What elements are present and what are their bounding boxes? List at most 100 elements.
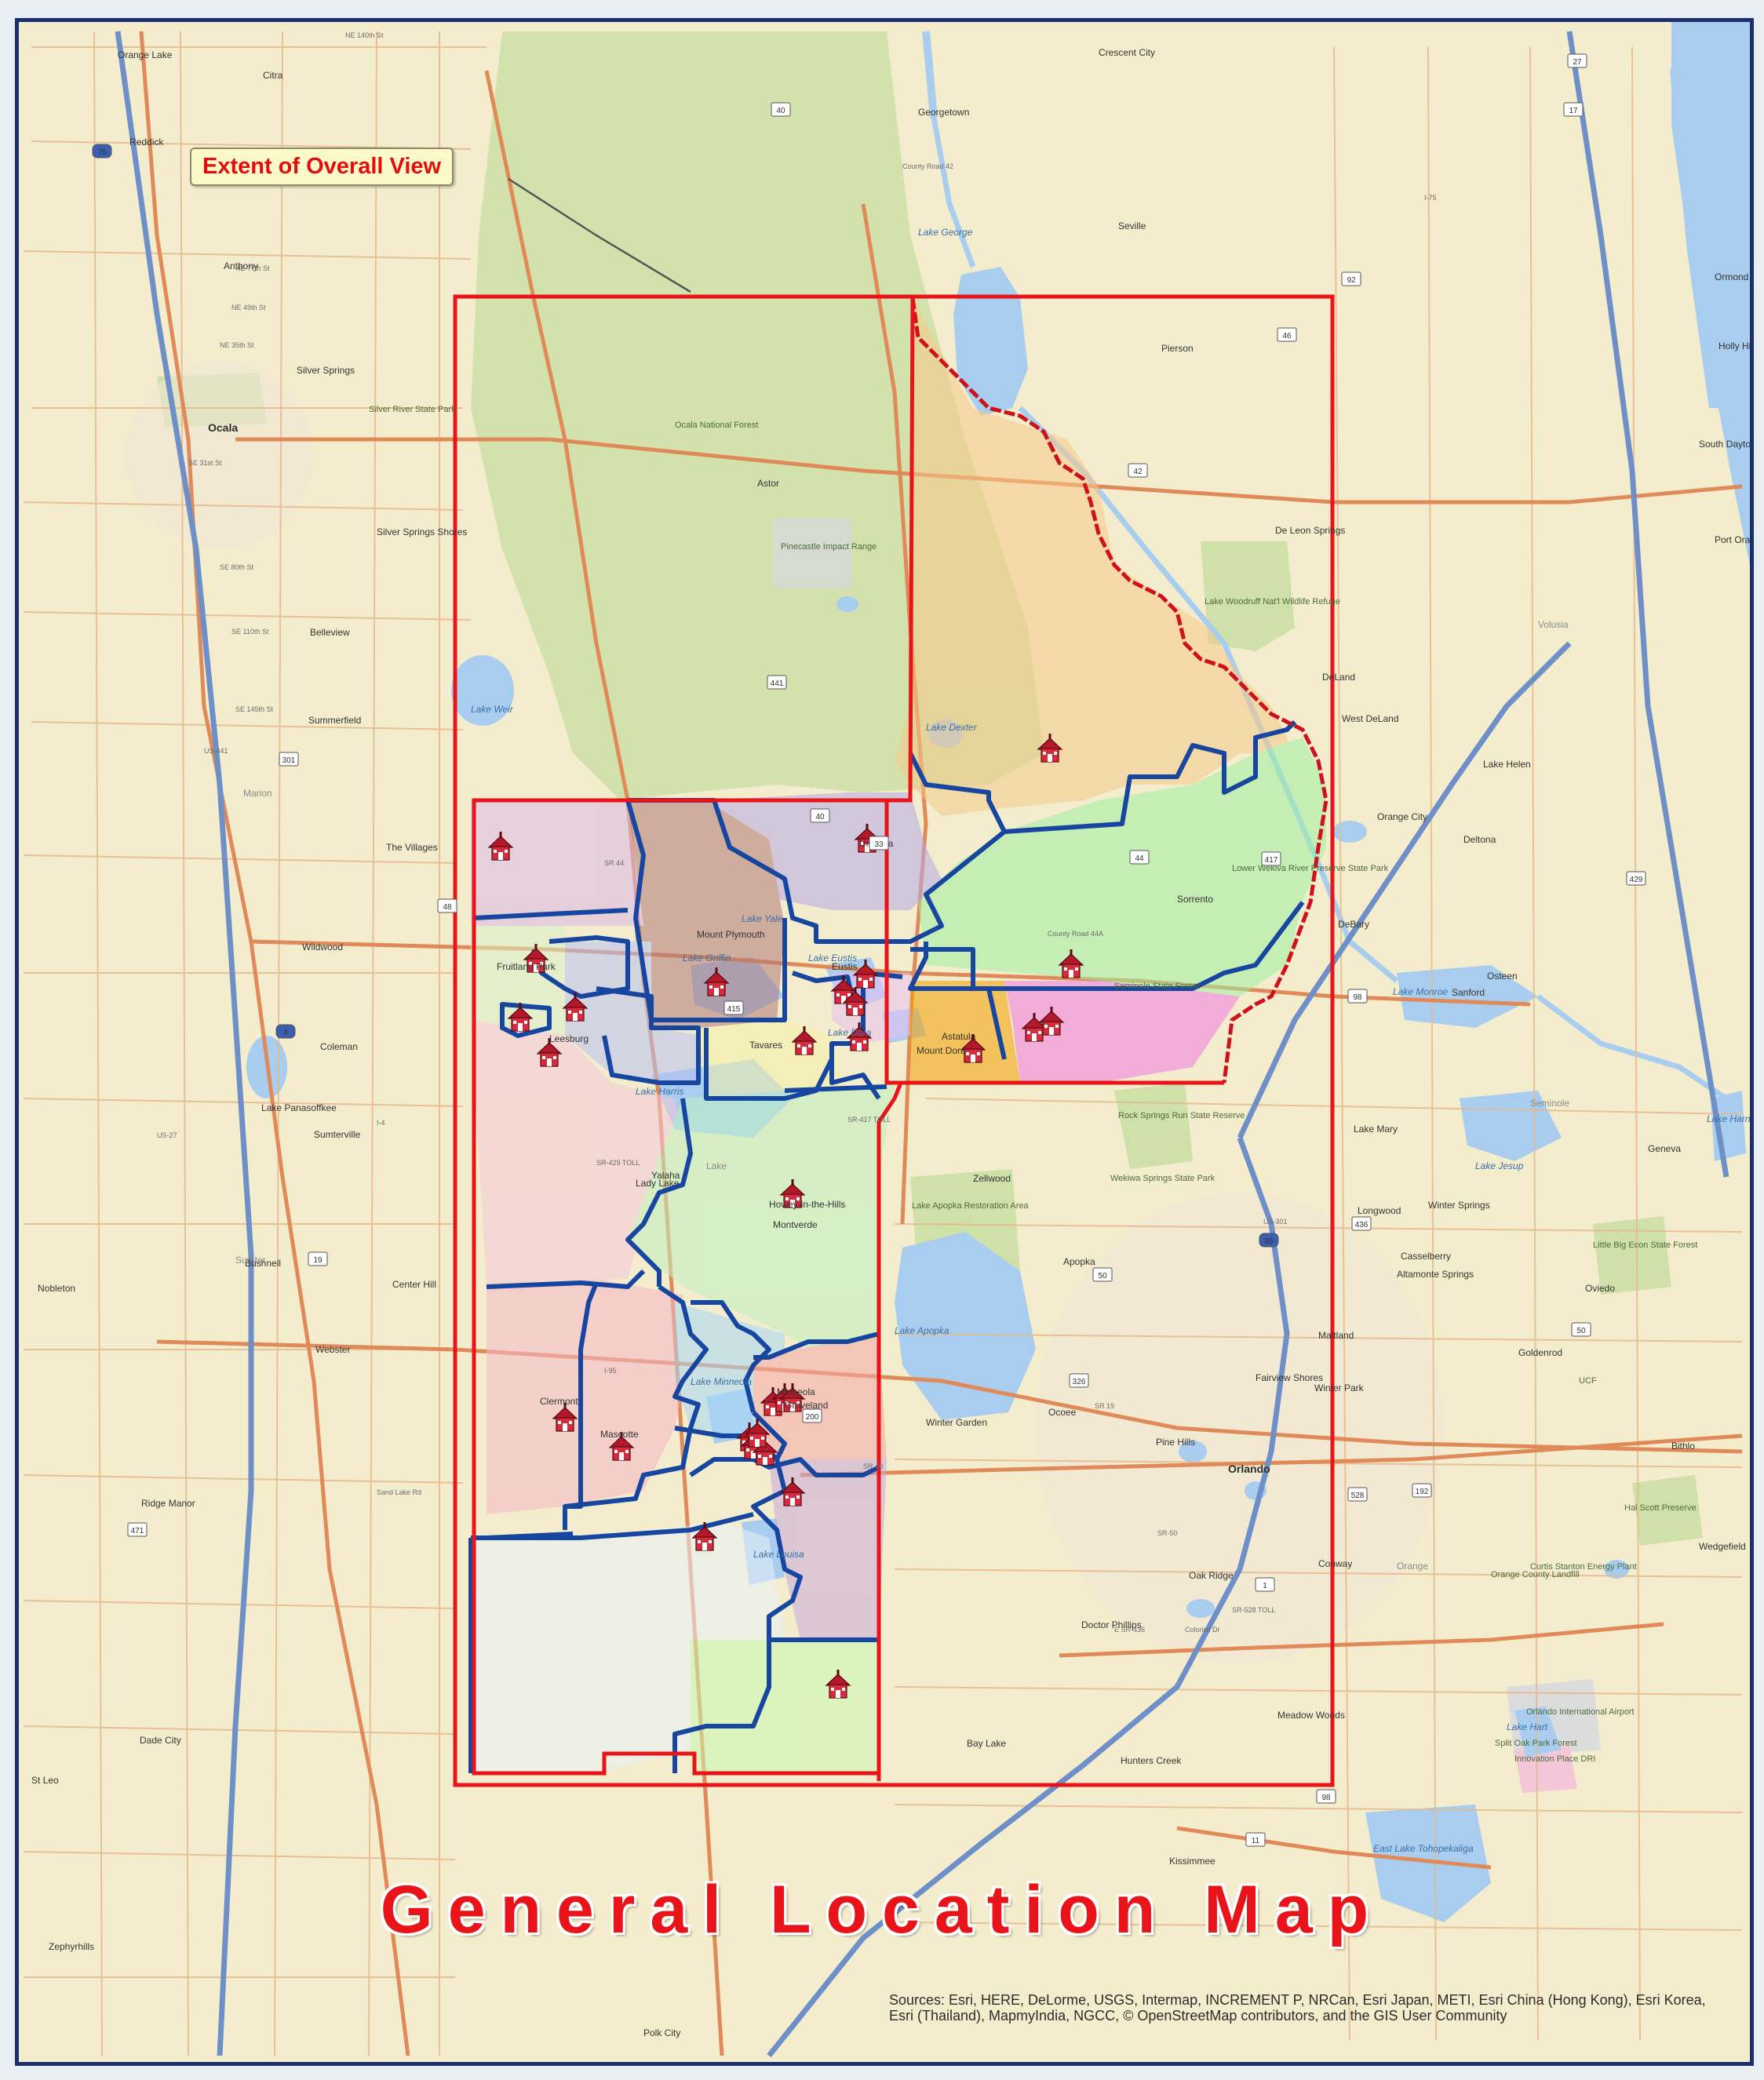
route-number: 4 xyxy=(283,1029,288,1037)
road-label: I-95 xyxy=(604,1367,617,1375)
county-label: Marion xyxy=(243,788,272,799)
lake-ashby xyxy=(1332,821,1367,843)
city-label: Orlando xyxy=(1228,1463,1270,1475)
road-label: US-441 xyxy=(204,747,228,755)
water-label: Lake Jesup xyxy=(1475,1160,1524,1171)
road-label: SR 19 xyxy=(1095,1402,1114,1410)
city-label: Sorrento xyxy=(1177,894,1213,905)
route-shield: 1 xyxy=(1255,1577,1275,1592)
city-label: Deltona xyxy=(1463,834,1496,845)
interstate-shield: 75 xyxy=(92,144,112,158)
small-lake xyxy=(1604,1560,1629,1579)
city-label: Wildwood xyxy=(302,942,343,953)
route-number: 98 xyxy=(1321,1794,1331,1802)
route-number: 40 xyxy=(815,813,825,821)
county-line-east xyxy=(910,297,1328,1084)
road-label: SR-429 TOLL xyxy=(596,1159,640,1167)
ocala-urban-area xyxy=(126,361,314,549)
i-4-west xyxy=(767,1136,1290,2058)
route-shield: 192 xyxy=(1412,1483,1432,1498)
city-label: Mount Dora xyxy=(917,1045,966,1056)
city-label: Mascotte xyxy=(600,1429,639,1440)
park-label: Little Big Econ State Forest xyxy=(1593,1240,1697,1250)
route-shield: 326 xyxy=(1069,1373,1089,1388)
water-label: Lake Weir xyxy=(471,704,514,715)
region-groveland xyxy=(487,1279,691,1514)
city-label: Casselberry xyxy=(1401,1251,1451,1262)
road-label: SR 44 xyxy=(604,859,624,867)
city-label: Leesburg xyxy=(549,1033,589,1044)
road-label: NE 77th St xyxy=(235,264,270,272)
city-label: Ocala xyxy=(208,421,238,434)
city-label: Maitland xyxy=(1318,1330,1354,1341)
road-label: Colonial Dr xyxy=(1185,1626,1220,1634)
city-label: Orange Lake xyxy=(118,49,173,60)
lake-apopka xyxy=(895,1232,1036,1420)
water-label: Lake Dora xyxy=(828,1027,872,1038)
water-label: Lake Harney xyxy=(1707,1113,1761,1124)
region-sorrento xyxy=(1004,981,1240,1083)
road-us-301 xyxy=(139,31,410,2056)
road-sr-528 xyxy=(1059,1622,1664,1658)
pinecastle-impact-range xyxy=(773,518,851,588)
city-label: Winter Springs xyxy=(1428,1200,1490,1211)
route-number: 92 xyxy=(1347,276,1356,285)
interstates xyxy=(115,31,1729,2058)
city-label: Eustis xyxy=(832,961,858,972)
route-shields: 7549527441301471194042444641541742943652… xyxy=(92,53,1646,1847)
route-number: 441 xyxy=(771,679,784,688)
city-label: Fairview Shores xyxy=(1256,1372,1323,1383)
route-shield: 33 xyxy=(869,836,889,851)
water-label: Lake Eustis xyxy=(808,953,857,964)
city-label: South Daytona xyxy=(1699,439,1762,450)
water-label: Lake Apopka xyxy=(895,1325,949,1336)
route-number: 98 xyxy=(1353,993,1362,1002)
city-label: De Leon Springs xyxy=(1275,525,1345,536)
road-label: I-75 xyxy=(1424,194,1437,202)
road-label: US-301 xyxy=(1263,1218,1288,1226)
route-shield: 19 xyxy=(308,1251,328,1266)
road-label: US-27 xyxy=(157,1131,177,1139)
region-lady-lake xyxy=(471,800,643,926)
park-label: Silver River State Park xyxy=(369,405,456,414)
route-shield: 40 xyxy=(810,808,830,823)
city-label: Apopka xyxy=(1063,1256,1095,1267)
i-4-east xyxy=(1237,641,1572,1139)
route-number: 429 xyxy=(1630,876,1643,884)
city-label: Seville xyxy=(1118,220,1146,231)
city-label: Yalaha xyxy=(651,1170,680,1181)
city-label: Oak Ridge xyxy=(1189,1570,1234,1581)
lake-george xyxy=(953,267,1028,416)
city-label: DeBary xyxy=(1338,919,1369,930)
county-label: Seminole xyxy=(1530,1098,1569,1109)
city-label: Kissimmee xyxy=(1169,1856,1215,1867)
route-number: 75 xyxy=(97,148,107,157)
route-shield: 200 xyxy=(802,1408,822,1423)
route-number: 528 xyxy=(1351,1492,1365,1500)
route-shield: 92 xyxy=(1341,271,1361,286)
city-label: Silver Springs xyxy=(297,365,355,376)
city-label: Osteen xyxy=(1487,971,1518,982)
road-label: NE 35th St xyxy=(220,341,254,349)
county-label: Volusia xyxy=(1538,619,1569,630)
city-label: Zellwood xyxy=(973,1173,1011,1184)
route-number: 48 xyxy=(443,903,452,912)
road-label: SR 40 xyxy=(863,1463,883,1470)
city-label: Winter Garden xyxy=(926,1417,987,1428)
route-number: 44 xyxy=(1135,854,1144,863)
city-label: The Villages xyxy=(386,842,438,853)
hal-scott-preserve xyxy=(1632,1475,1703,1546)
route-shield: 436 xyxy=(1351,1216,1372,1231)
city-label: Webster xyxy=(315,1344,350,1355)
city-label: Tavares xyxy=(749,1040,782,1051)
city-label: Port Orange xyxy=(1715,534,1764,545)
map-frame xyxy=(15,18,1754,2066)
city-label: Nobleton xyxy=(38,1283,75,1294)
city-label: West DeLand xyxy=(1342,713,1399,724)
city-label: Groveland xyxy=(785,1400,828,1411)
park-label: Orlando International Airport xyxy=(1526,1707,1635,1717)
innovation-place xyxy=(1514,1746,1577,1793)
road-label: SR-50 xyxy=(1157,1529,1178,1537)
route-number: 301 xyxy=(282,756,296,765)
city-label: Astatula xyxy=(942,1031,976,1042)
